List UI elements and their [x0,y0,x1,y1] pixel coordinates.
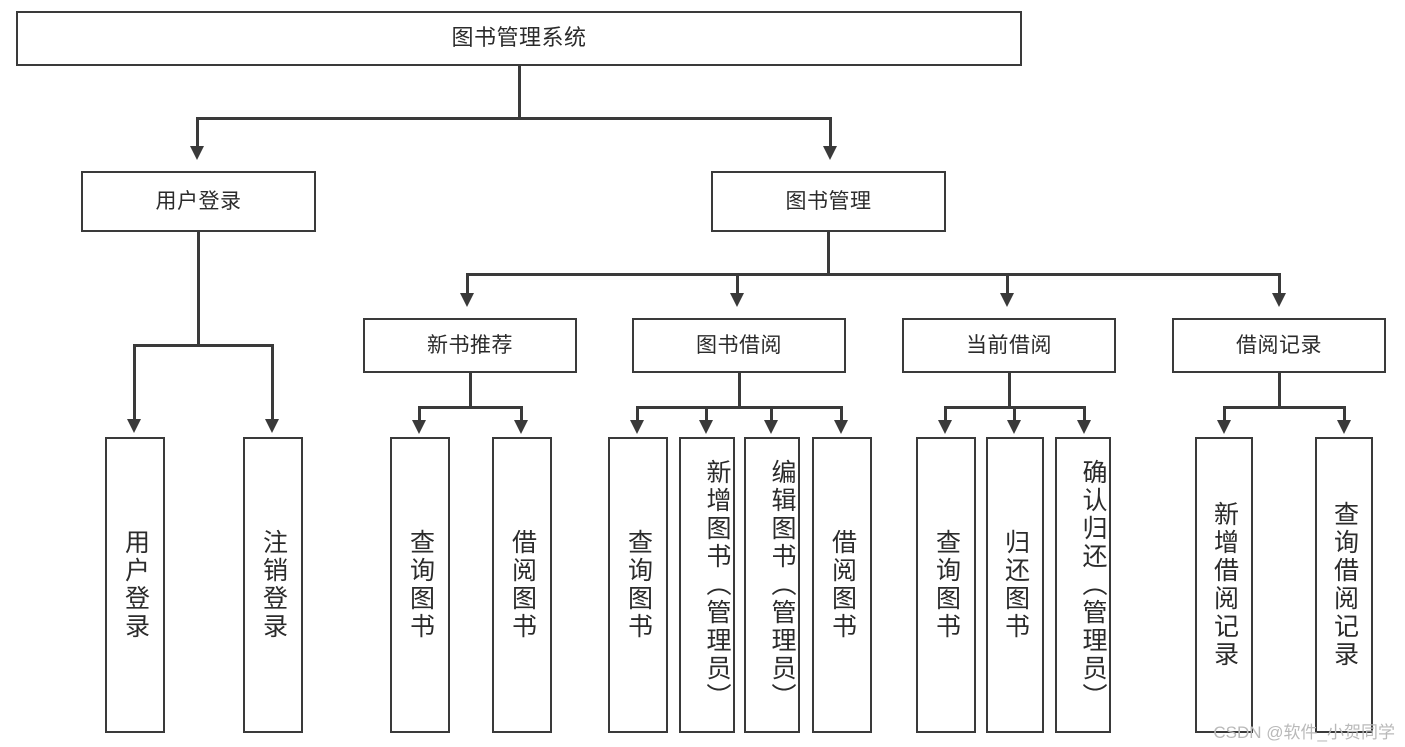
node-label: 图书借阅 [696,333,782,357]
node-label: 借阅图书 [508,529,537,641]
connector-user-login-drop-0 [133,344,136,421]
node-label: 当前借阅 [966,333,1052,357]
leaf-logout[interactable]: 注销登录 [243,437,303,733]
connector-new-book-stem [469,373,472,407]
connector-new-book-drop-0 [418,406,421,422]
leaf-query-book-recommend[interactable]: 查询图书 [390,437,450,733]
connector-level3-bus [467,273,1281,276]
node-borrow-record[interactable]: 借阅记录 [1172,318,1386,373]
connector-level2-drop-1 [829,117,832,149]
arrowhead-current-borrow-0 [938,420,952,434]
node-label: 查询图书 [406,529,435,641]
connector-borrow-record-drop-1 [1343,406,1346,422]
arrowhead-book-borrow-2 [764,420,778,434]
connector-level3-drop-0 [466,273,469,295]
arrowhead-book-borrow-3 [834,420,848,434]
connector-book-borrow-drop-3 [840,406,843,422]
node-user-login[interactable]: 用户登录 [81,171,316,232]
arrowhead-book-borrow-1 [699,420,713,434]
connector-book-borrow-bus [637,406,842,409]
connector-book-borrow-drop-0 [636,406,639,422]
connector-book-borrow-drop-2 [770,406,773,422]
connector-level2-drop-0 [196,117,199,149]
connector-level3-drop-2 [1006,273,1009,295]
node-label: 借阅记录 [1236,333,1322,357]
connector-new-book-bus [419,406,522,409]
node-label: 新增借阅记录 [1210,501,1239,669]
leaf-user-login[interactable]: 用户登录 [105,437,165,733]
node-label: 编辑图书（管理员） [768,459,796,711]
leaf-add-book-admin[interactable]: 新增图书（管理员） [679,437,735,733]
arrowhead-level3-2 [1000,293,1014,307]
node-label: 用户登录 [155,189,242,213]
arrowhead-borrow-record-0 [1217,420,1231,434]
connector-book-mgmt-stem [827,232,830,274]
connector-level2-bus [197,117,831,120]
arrowhead-user-login-1 [265,419,279,433]
watermark-text: CSDN @软件_小贺同学 [1213,723,1395,742]
arrowhead-level2-1 [823,146,837,160]
connector-current-borrow-drop-2 [1083,406,1086,422]
connector-root-stem [518,66,521,118]
leaf-return-book[interactable]: 归还图书 [986,437,1044,733]
node-label: 用户登录 [121,529,150,641]
node-new-book-recommend[interactable]: 新书推荐 [363,318,577,373]
node-label: 图书管理系统 [451,25,587,51]
connector-user-login-bus [134,344,272,347]
node-label: 图书管理 [785,189,872,213]
connector-borrow-record-bus [1224,406,1345,409]
leaf-borrow-book[interactable]: 借阅图书 [812,437,872,733]
connector-user-login-drop-1 [271,344,274,421]
node-label: 注销登录 [259,529,288,641]
node-label: 新书推荐 [427,333,513,357]
leaf-confirm-return-admin[interactable]: 确认归还（管理员） [1055,437,1111,733]
connector-new-book-drop-1 [520,406,523,422]
node-current-borrow[interactable]: 当前借阅 [902,318,1116,373]
connector-level3-drop-1 [736,273,739,295]
leaf-add-borrow-record[interactable]: 新增借阅记录 [1195,437,1253,733]
leaf-query-book-current[interactable]: 查询图书 [916,437,976,733]
arrowhead-borrow-record-1 [1337,420,1351,434]
arrowhead-user-login-0 [127,419,141,433]
node-root-system[interactable]: 图书管理系统 [16,11,1022,66]
arrowhead-level3-1 [730,293,744,307]
node-label: 查询图书 [624,529,653,641]
arrowhead-new-book-1 [514,420,528,434]
arrowhead-level2-0 [190,146,204,160]
leaf-borrow-book-recommend[interactable]: 借阅图书 [492,437,552,733]
connector-borrow-record-stem [1278,373,1281,407]
leaf-query-borrow-record[interactable]: 查询借阅记录 [1315,437,1373,733]
arrowhead-current-borrow-1 [1007,420,1021,434]
node-label: 新增图书（管理员） [703,459,731,711]
arrowhead-new-book-0 [412,420,426,434]
connector-user-login-stem [197,232,200,345]
connector-level3-drop-3 [1278,273,1281,295]
connector-book-borrow-drop-1 [705,406,708,422]
connector-current-borrow-drop-0 [944,406,947,422]
arrowhead-level3-0 [460,293,474,307]
connector-current-borrow-drop-1 [1013,406,1016,422]
node-book-borrow[interactable]: 图书借阅 [632,318,846,373]
node-label: 查询借阅记录 [1330,501,1359,669]
leaf-edit-book-admin[interactable]: 编辑图书（管理员） [744,437,800,733]
connector-borrow-record-drop-0 [1223,406,1226,422]
node-label: 查询图书 [932,529,961,641]
node-book-management[interactable]: 图书管理 [711,171,946,232]
node-label: 借阅图书 [828,529,857,641]
arrowhead-current-borrow-2 [1077,420,1091,434]
leaf-query-book-borrow[interactable]: 查询图书 [608,437,668,733]
arrowhead-book-borrow-0 [630,420,644,434]
connector-current-borrow-stem [1008,373,1011,407]
arrowhead-level3-3 [1272,293,1286,307]
node-label: 确认归还（管理员） [1079,459,1107,711]
connector-book-borrow-stem [738,373,741,407]
node-label: 归还图书 [1001,529,1030,641]
